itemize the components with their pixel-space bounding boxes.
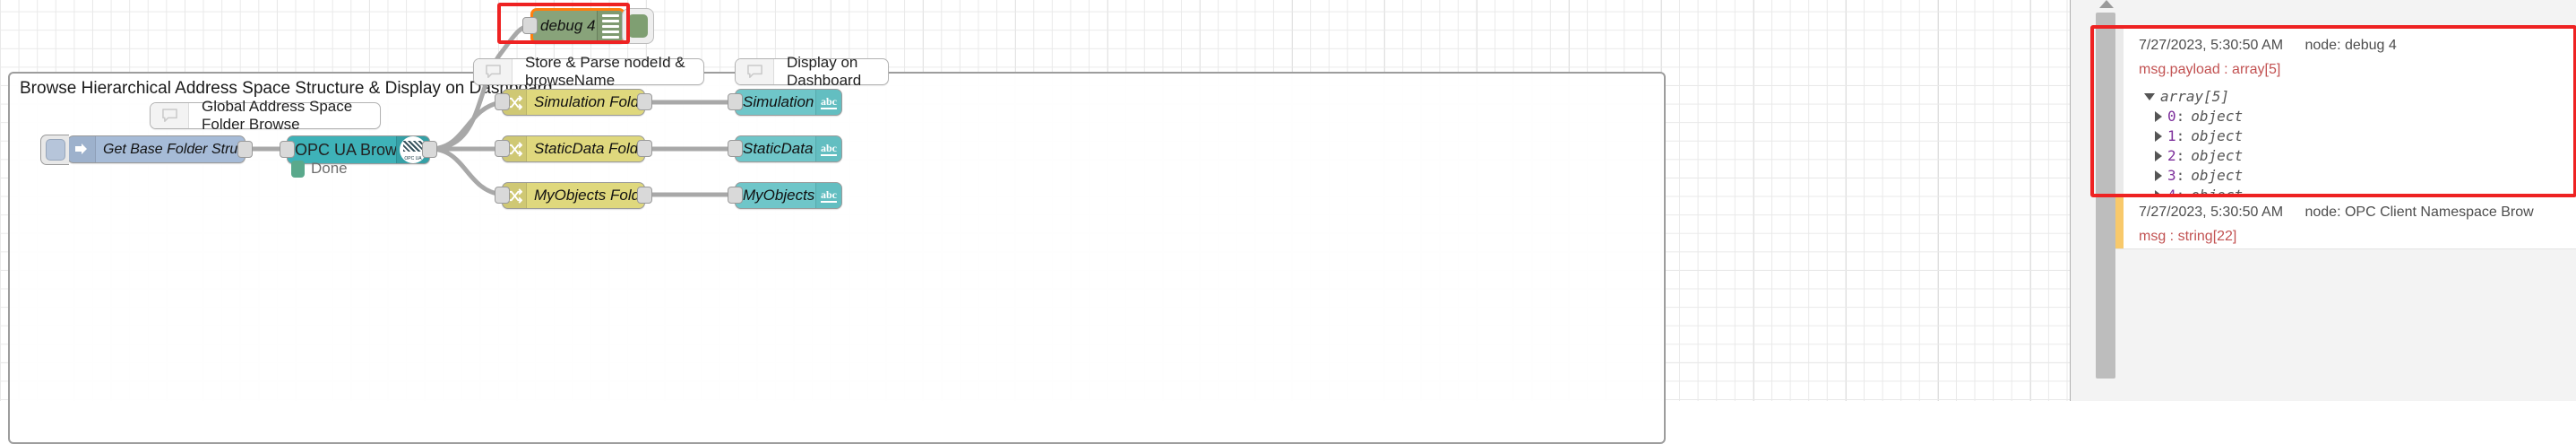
ui-text-node-myobjects[interactable]: MyObjects abc	[728, 182, 842, 209]
opcua-browser-label: OPC UA Browser	[295, 140, 396, 159]
tree-item-type: object	[2191, 127, 2244, 144]
input-port[interactable]	[728, 140, 743, 157]
inject-node-label: Get Base Folder Structure ¹	[103, 141, 245, 157]
debug-message-source-node: node: debug 4	[2305, 38, 2397, 53]
abc-icon: abc	[815, 136, 841, 161]
switch-node-staticdata-folder[interactable]: StaticData Folder	[495, 135, 652, 162]
input-port[interactable]	[522, 17, 538, 34]
debug-message-header: 7/27/2023, 5:30:50 AM node: debug 4	[2139, 38, 2576, 54]
flow-canvas[interactable]: Browse Hierarchical Address Space Struct…	[0, 0, 2070, 444]
tree-root-label: array[5]	[2160, 88, 2230, 105]
comment-icon	[474, 59, 513, 84]
debug-message-timestamp: 7/27/2023, 5:30:50 AM	[2139, 38, 2284, 53]
message-accent-bar	[2115, 196, 2124, 248]
tree-item-colon: :	[2175, 127, 2185, 144]
chevron-right-icon[interactable]	[2155, 131, 2162, 142]
debug-message-topic: msg.payload : array[5]	[2139, 62, 2281, 77]
switch-node-label: StaticData Folder	[534, 140, 644, 157]
output-port[interactable]	[237, 140, 253, 158]
tree-item-row[interactable]: 2 : object	[2155, 146, 2576, 166]
output-port[interactable]	[637, 187, 652, 204]
opcua-browser-node[interactable]: OPC UA Browser OPC UA	[280, 135, 437, 164]
flow-group-title: Browse Hierarchical Address Space Struct…	[20, 79, 553, 98]
tree-item-colon: :	[2175, 108, 2185, 125]
tree-root-row[interactable]: array[5]	[2144, 87, 2576, 107]
tree-item-colon: :	[2175, 147, 2185, 164]
debug-toggle-square-icon	[628, 14, 648, 38]
chevron-right-icon[interactable]	[2155, 111, 2162, 122]
abc-icon: abc	[815, 90, 841, 115]
input-port[interactable]	[728, 187, 743, 204]
comment-label: Global Address Space Folder Browse	[202, 98, 353, 133]
ui-text-node-label: MyObjects	[743, 187, 815, 204]
comment-node-store-parse-nodeid-browsename[interactable]: Store & Parse nodeId & browseName	[473, 54, 704, 89]
debug-message-topic: msg : string[22]	[2139, 229, 2237, 244]
tree-item-row[interactable]: 0 : object	[2155, 107, 2576, 126]
inject-button-square-icon	[45, 138, 65, 161]
ui-text-node-staticdata[interactable]: StaticData abc	[728, 135, 842, 162]
scroll-up-arrow-icon[interactable]	[2099, 0, 2114, 8]
debug-sidebar[interactable]: 7/27/2023, 5:30:50 AM node: debug 4 msg.…	[2070, 0, 2576, 401]
comment-node-global-address-space-folder-browse[interactable]: Global Address Space Folder Browse	[150, 98, 381, 133]
tree-item-index: 1	[2167, 127, 2176, 144]
status-label: Done	[311, 160, 348, 177]
input-port[interactable]	[728, 93, 743, 110]
sidebar-scrollbar[interactable]	[2096, 13, 2115, 379]
tree-item-index: 3	[2167, 167, 2176, 184]
ui-text-node-label: StaticData	[743, 140, 814, 157]
debug-message-item[interactable]: 7/27/2023, 5:30:50 AM node: OPC Client N…	[2115, 196, 2576, 249]
tree-item-type: object	[2191, 167, 2244, 184]
switch-node-label: Simulation Folder	[534, 93, 644, 110]
switch-node-simulation-folder[interactable]: Simulation Folder	[495, 89, 652, 116]
output-port[interactable]	[422, 141, 437, 158]
tree-item-type: object	[2191, 147, 2244, 164]
debug-message-header: 7/27/2023, 5:30:50 AM node: OPC Client N…	[2139, 205, 2576, 221]
comment-label: Display on Dashboard	[787, 54, 862, 89]
inject-trigger-button[interactable]	[40, 134, 69, 165]
input-port[interactable]	[495, 140, 510, 157]
abc-icon: abc	[815, 183, 841, 208]
ui-text-node-label: Simulation	[743, 93, 814, 110]
tree-item-type: object	[2191, 108, 2244, 125]
tree-item-colon: :	[2175, 167, 2185, 184]
inject-node-get-base-folder-structure[interactable]: Get Base Folder Structure ¹	[40, 134, 253, 165]
status-dot-icon	[291, 160, 305, 178]
comment-icon	[151, 103, 189, 128]
inject-arrow-icon	[68, 136, 96, 162]
debug-message-timestamp: 7/27/2023, 5:30:50 AM	[2139, 205, 2284, 220]
opcua-browser-status: Done	[291, 160, 348, 178]
message-accent-bar	[2115, 29, 2124, 194]
debug-output-toggle-icon[interactable]	[622, 8, 654, 44]
input-port[interactable]	[495, 93, 510, 110]
switch-node-label: MyObjects Folder	[534, 187, 644, 204]
output-port[interactable]	[637, 140, 652, 157]
chevron-right-icon[interactable]	[2155, 170, 2162, 181]
switch-node-myobjects-folder[interactable]: MyObjects Folder	[495, 182, 652, 209]
output-port[interactable]	[637, 93, 652, 110]
tree-item-row[interactable]: 1 : object	[2155, 126, 2576, 146]
chevron-right-icon[interactable]	[2155, 151, 2162, 161]
tree-item-index: 0	[2167, 108, 2176, 125]
chevron-down-icon[interactable]	[2144, 93, 2155, 100]
debug-node[interactable]: debug 4	[522, 8, 654, 44]
debug-message-tree[interactable]: array[5] 0 : object 1 : object 2	[2139, 87, 2576, 205]
tree-item-row[interactable]: 3 : object	[2155, 166, 2576, 186]
debug-message-item[interactable]: 7/27/2023, 5:30:50 AM node: debug 4 msg.…	[2115, 29, 2576, 204]
flow-group-browse-hierarchical[interactable]	[8, 72, 1666, 444]
opc-ua-logo-icon: OPC UA	[396, 136, 429, 163]
input-port[interactable]	[280, 141, 295, 158]
ui-text-node-simulation[interactable]: Simulation abc	[728, 89, 842, 116]
tree-item-index: 2	[2167, 147, 2176, 164]
debug-bars-icon	[597, 11, 623, 41]
debug-node-label: debug 4	[540, 17, 596, 34]
comment-node-display-on-dashboard[interactable]: Display on Dashboard	[735, 54, 889, 89]
input-port[interactable]	[495, 187, 510, 204]
comment-icon	[736, 59, 774, 84]
debug-message-source-node: node: OPC Client Namespace Brow	[2305, 205, 2534, 220]
comment-label: Store & Parse nodeId & browseName	[525, 54, 685, 89]
